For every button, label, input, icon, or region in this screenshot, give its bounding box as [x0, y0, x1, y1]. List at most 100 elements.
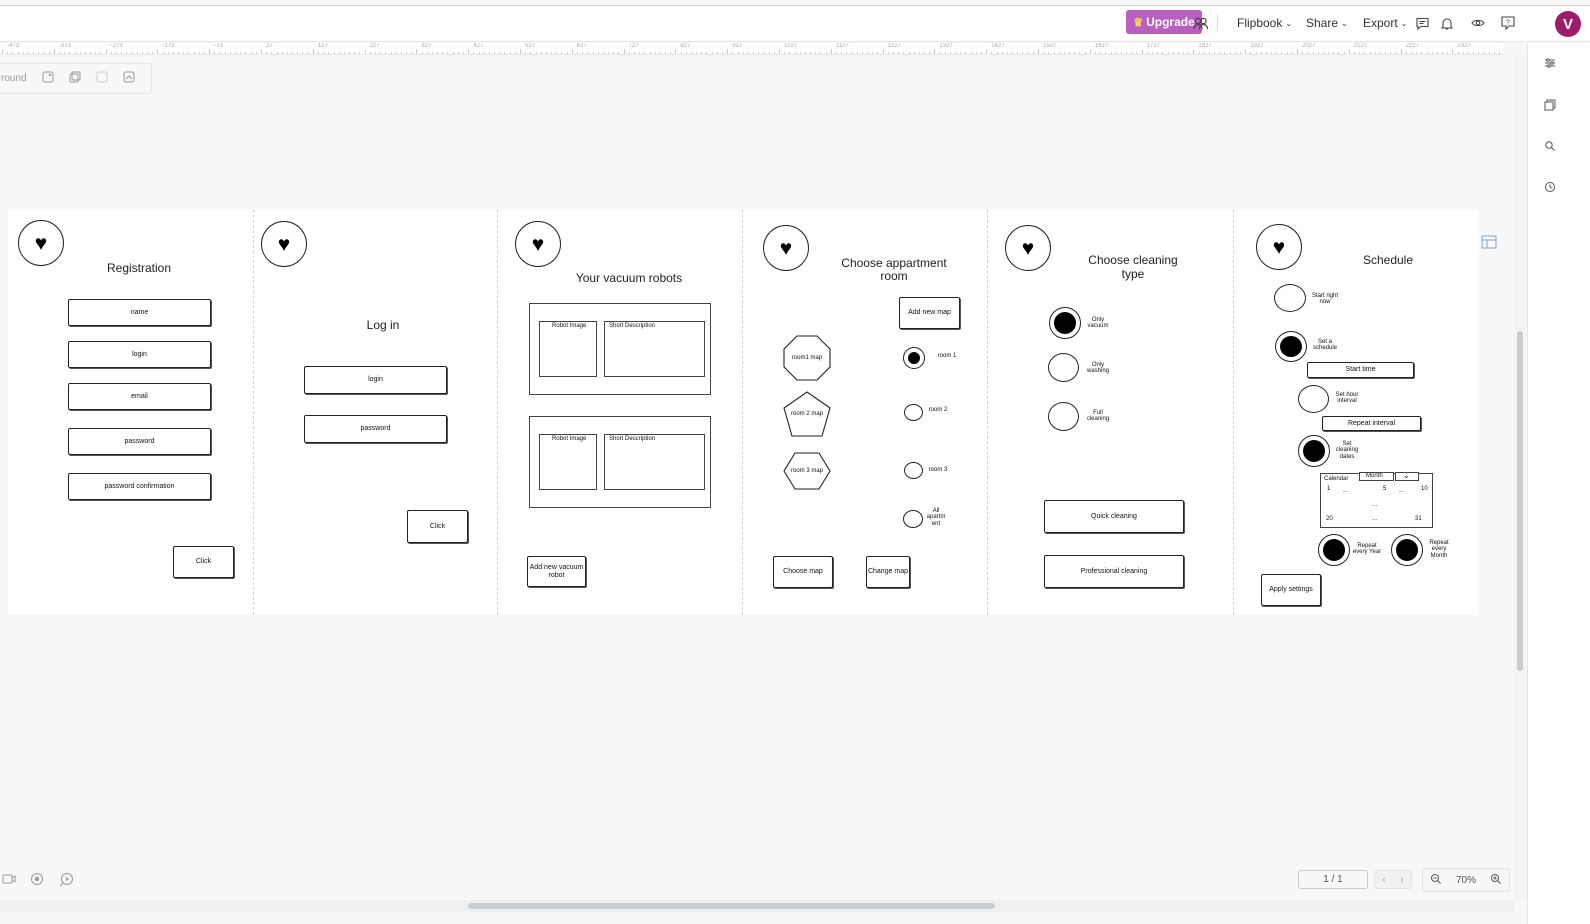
horizontal-scrollbar-thumb[interactable] — [468, 903, 995, 909]
page-indicator[interactable]: 1 / 1 — [1298, 870, 1368, 889]
all-apartment-radio[interactable] — [903, 510, 923, 528]
flipbook-menu[interactable]: Flipbook ⌄ — [1237, 16, 1292, 30]
professional-cleaning-button[interactable]: Professional cleaning — [1044, 555, 1184, 588]
set-dates-radio[interactable] — [1298, 435, 1330, 467]
ruler-tick — [830, 49, 832, 54]
ruler-tick — [121, 52, 123, 54]
ruler-tick — [343, 52, 345, 54]
start-time-field[interactable]: Start time — [1307, 362, 1414, 378]
registration-click-button[interactable]: Click — [173, 546, 234, 578]
ruler-tick — [286, 52, 288, 54]
play-icon[interactable] — [58, 872, 74, 893]
month-select[interactable]: Month — [1359, 472, 1394, 481]
zoom-level[interactable]: 70% — [1455, 874, 1476, 886]
chevron-left-icon[interactable]: ‹ — [1382, 873, 1386, 886]
calendar-ellipsis: ... — [1399, 488, 1405, 494]
calendar-day[interactable]: 20 — [1326, 516, 1333, 522]
robot-card[interactable]: Robot Image Short Description — [529, 416, 711, 508]
wireframe-board[interactable]: ♥ Registration name login email password… — [8, 210, 1478, 615]
ruler-tick — [157, 49, 159, 54]
choose-map-button[interactable]: Choose map — [773, 556, 833, 588]
ruler-tick — [333, 52, 335, 54]
calendar-widget[interactable]: Calendar Month ⌄ 1 ... 5 ... 10 ... 20 .… — [1320, 471, 1433, 528]
ruler-tick — [525, 52, 527, 54]
ruler-tick — [1307, 52, 1309, 54]
apply-settings-button[interactable]: Apply settings — [1261, 574, 1321, 606]
horizontal-scrollbar[interactable] — [0, 900, 1514, 912]
export-menu[interactable]: Export ⌄ — [1363, 16, 1407, 30]
set-schedule-radio[interactable] — [1275, 331, 1307, 362]
ruler-tick — [1359, 52, 1361, 54]
video-icon[interactable] — [2, 872, 16, 893]
ruler-tick — [442, 52, 444, 54]
name-field[interactable]: name — [68, 299, 211, 326]
change-map-button[interactable]: Change map — [866, 556, 910, 588]
pages-icon[interactable] — [1543, 98, 1557, 112]
help-icon[interactable]: ? — [1499, 14, 1517, 32]
password-field[interactable]: password — [304, 415, 447, 443]
ruler-tick — [90, 52, 92, 54]
comment-icon[interactable] — [1413, 14, 1431, 32]
room-1-radio[interactable] — [903, 347, 925, 369]
ruler-tick — [1032, 52, 1034, 54]
user-avatar[interactable]: V — [1555, 11, 1581, 37]
chevron-right-icon[interactable]: › — [1400, 873, 1404, 886]
repeat-year-radio[interactable] — [1318, 534, 1350, 566]
room-3-radio[interactable] — [904, 462, 923, 479]
history-icon[interactable] — [1543, 180, 1557, 194]
ruler-tick — [861, 52, 863, 54]
only-washing-radio[interactable] — [1048, 353, 1079, 382]
add-new-map-button[interactable]: Add new map — [899, 297, 960, 329]
page-settings-icon[interactable] — [1481, 235, 1497, 249]
only-vacuum-radio[interactable] — [1049, 307, 1081, 339]
password-field[interactable]: password — [68, 428, 211, 455]
zoom-in-icon[interactable] — [1490, 873, 1502, 888]
login-field[interactable]: login — [304, 366, 447, 394]
full-cleaning-radio[interactable] — [1048, 402, 1079, 431]
zoom-out-icon[interactable] — [1430, 873, 1442, 888]
robot-image-label: Robot Image — [552, 436, 587, 442]
properties-icon[interactable] — [1543, 56, 1557, 70]
calendar-day[interactable]: 10 — [1421, 486, 1428, 492]
share-menu[interactable]: Share ⌄ — [1306, 16, 1348, 30]
search-icon[interactable] — [1543, 139, 1557, 153]
start-now-radio[interactable] — [1274, 284, 1306, 312]
repeat-month-radio[interactable] — [1391, 534, 1423, 566]
room-3-map[interactable]: room 3 map — [783, 452, 831, 490]
password-confirmation-field[interactable]: password confirmation — [68, 473, 211, 500]
month-dropdown-button[interactable]: ⌄ — [1395, 471, 1419, 481]
short-description-box: Short Description — [604, 321, 705, 377]
room-1-map[interactable]: room1 map — [783, 335, 831, 381]
repeat-interval-field[interactable]: Repeat interval — [1322, 416, 1421, 431]
start-now-label: Start right now — [1311, 293, 1338, 306]
upgrade-button[interactable]: ♛ Upgrade — [1126, 10, 1202, 34]
login-field[interactable]: login — [68, 341, 211, 368]
quick-cleaning-button[interactable]: Quick cleaning — [1044, 500, 1184, 533]
background-clear-icon[interactable] — [96, 71, 108, 86]
calendar-day[interactable]: 5 — [1383, 486, 1387, 492]
collaborators-icon[interactable] — [1191, 14, 1209, 32]
room-2-map[interactable]: room 2 map — [783, 391, 831, 437]
robot-card[interactable]: Robot Image Short Description — [529, 303, 711, 395]
background-replace-icon[interactable] — [123, 71, 135, 86]
add-robot-button[interactable]: Add new vacuum robot — [527, 556, 586, 587]
calendar-day[interactable]: 31 — [1415, 516, 1422, 522]
record-icon[interactable] — [30, 872, 44, 893]
ruler-tick — [302, 52, 304, 54]
rooms-title: Choose appartment room — [841, 256, 947, 283]
ruler-label: 1127 — [835, 43, 849, 49]
background-image-icon[interactable] — [42, 71, 54, 86]
ruler-tick — [929, 52, 931, 54]
set-interval-radio[interactable] — [1298, 385, 1329, 413]
ruler-label: 927 — [732, 43, 743, 49]
background-copy-icon[interactable] — [69, 71, 81, 86]
room-2-radio[interactable] — [904, 404, 923, 421]
login-click-button[interactable]: Click — [407, 510, 468, 543]
bell-icon[interactable] — [1438, 14, 1456, 32]
ruler-tick — [276, 52, 278, 54]
email-field[interactable]: email — [68, 383, 211, 410]
vertical-scrollbar-thumb[interactable] — [1517, 331, 1523, 671]
eye-icon[interactable] — [1469, 14, 1487, 32]
vertical-scrollbar[interactable] — [1514, 55, 1526, 900]
calendar-day[interactable]: 1 — [1327, 486, 1331, 492]
